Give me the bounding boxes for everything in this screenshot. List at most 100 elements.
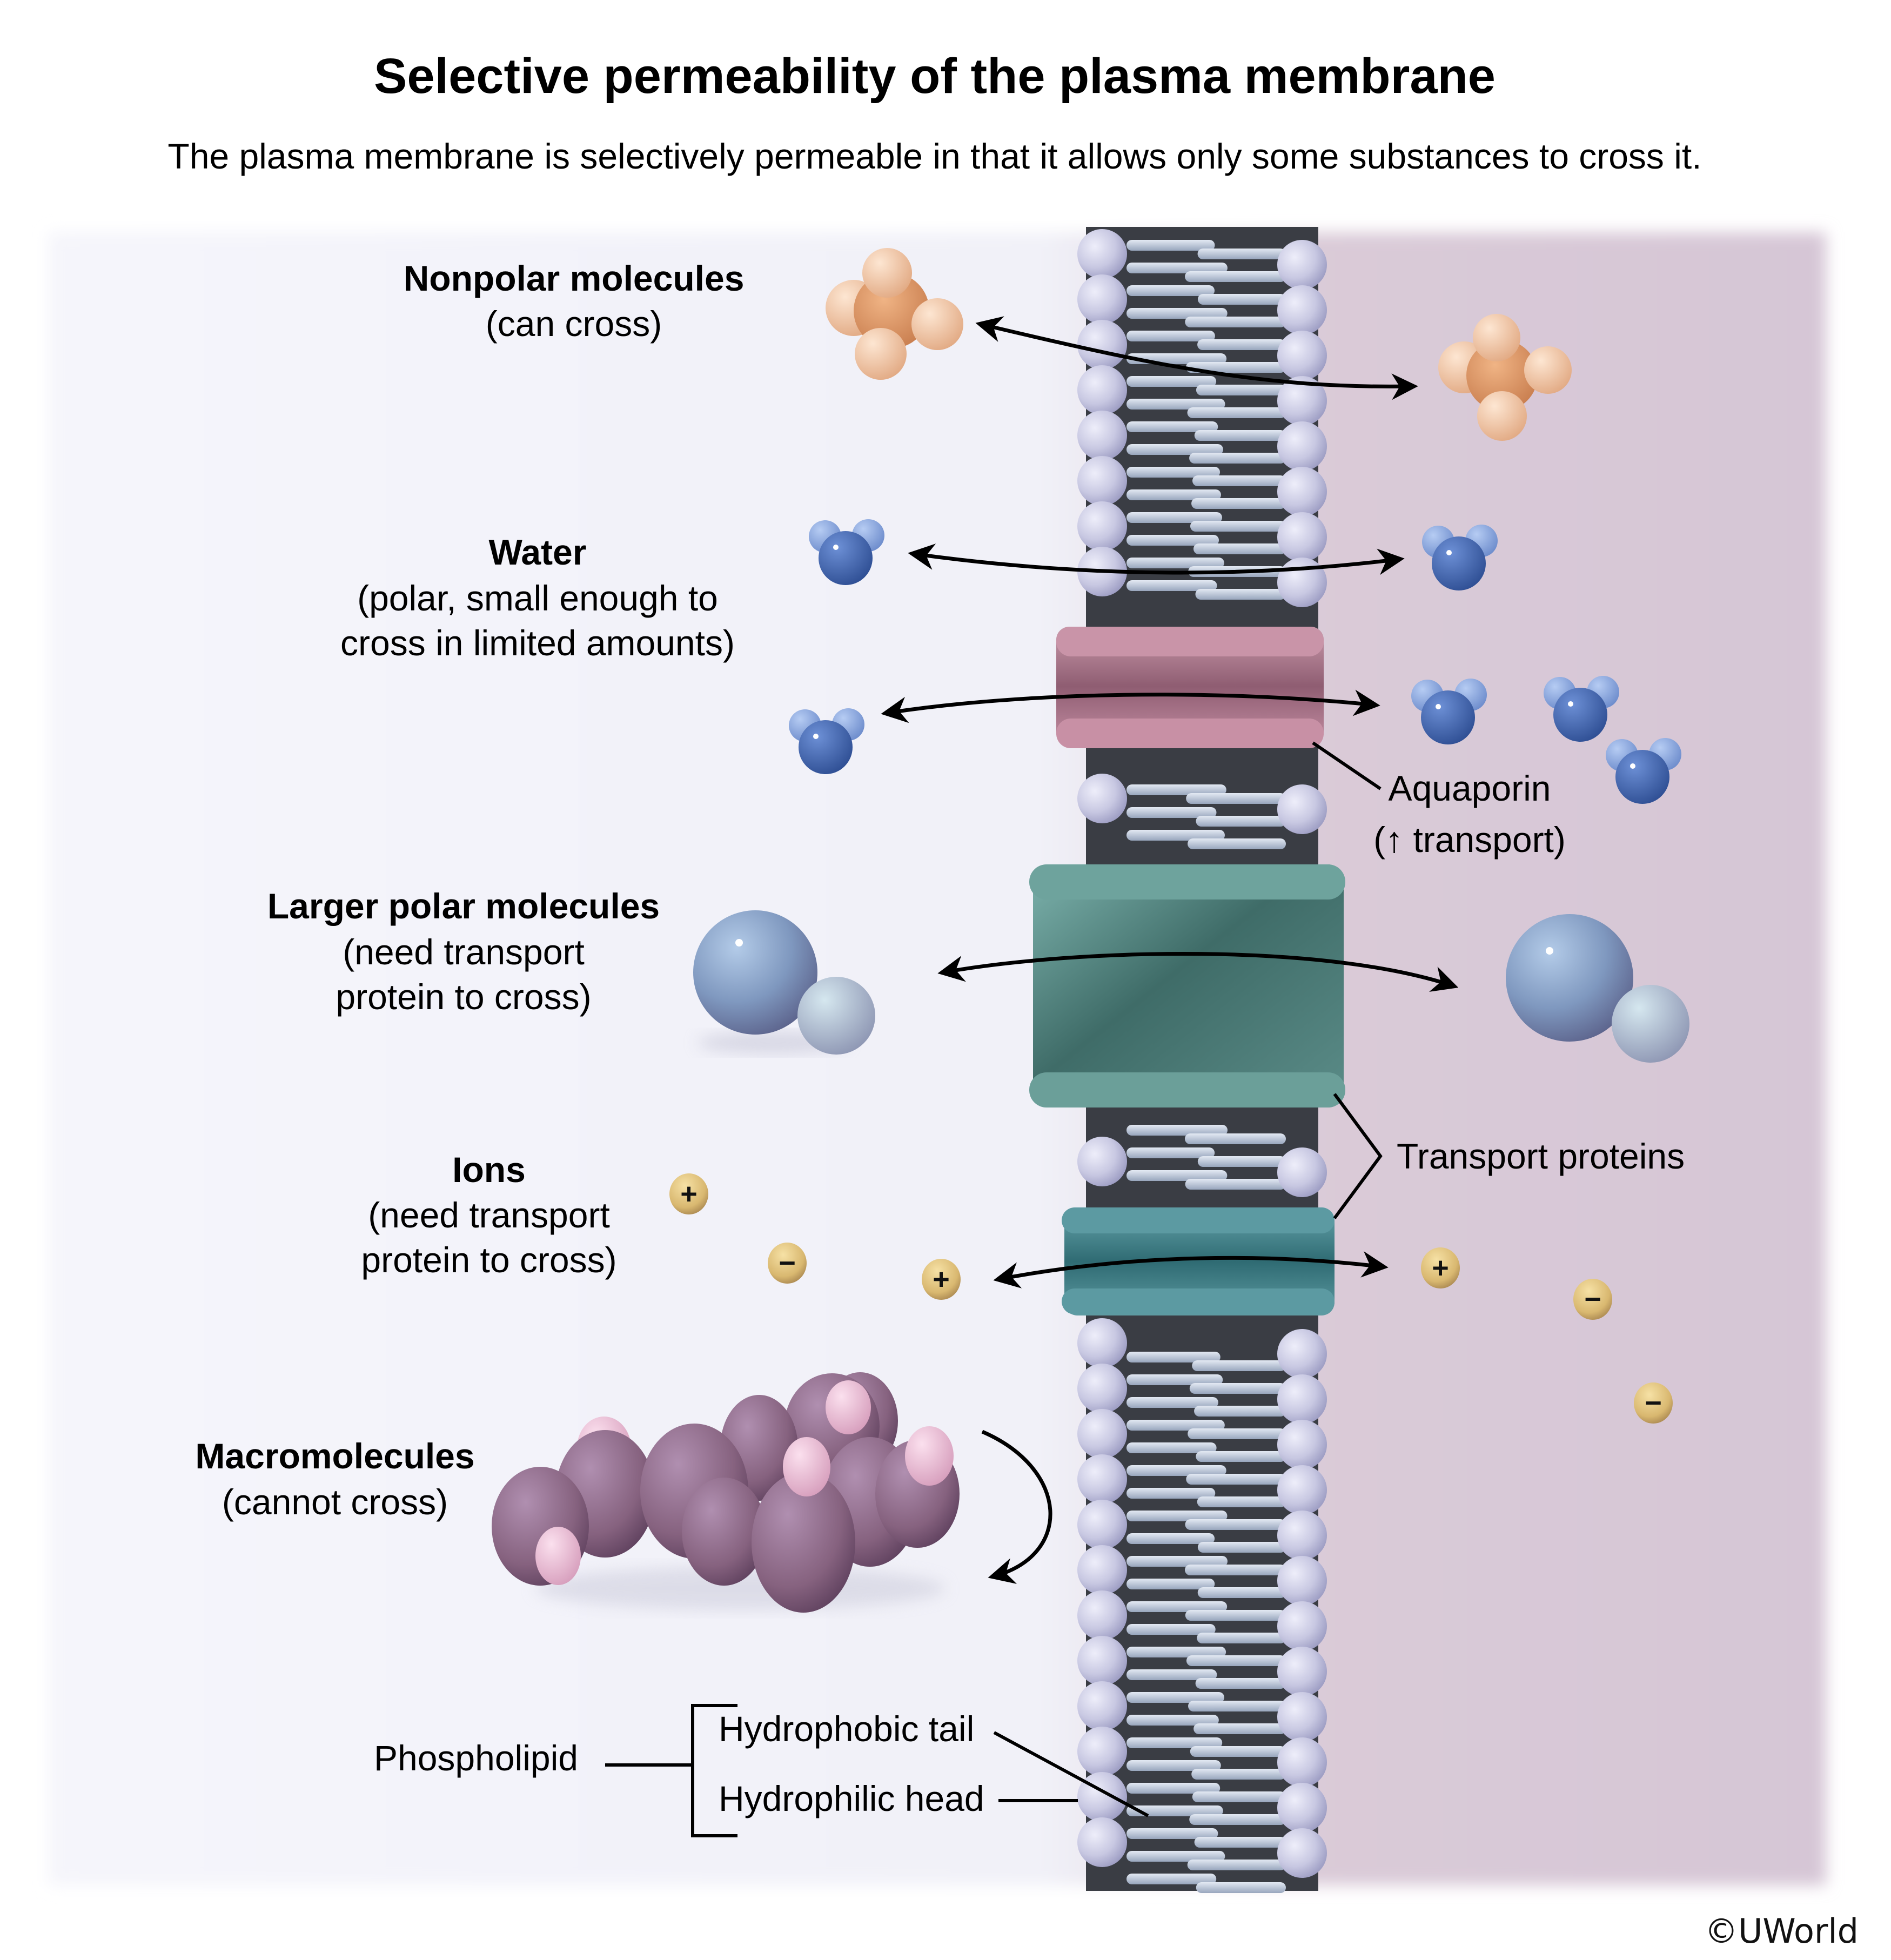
transport-protein-small	[1062, 1207, 1335, 1315]
phospholipid-tail	[1126, 1760, 1221, 1771]
arrow-macromolecules-rebound	[981, 1429, 1052, 1584]
oxygen-atom	[1432, 536, 1486, 590]
phospholipid-head	[1277, 285, 1327, 335]
phospholipid-tail	[1185, 317, 1286, 327]
phospholipid-tail	[1126, 1442, 1217, 1453]
phospholipid-tail	[1192, 1791, 1286, 1802]
phospholipid-tail	[1126, 1511, 1228, 1521]
water-molecule	[1411, 679, 1487, 744]
page-subtitle: The plasma membrane is selectively perme…	[167, 136, 1701, 176]
phospholipid-head	[1077, 1364, 1127, 1413]
phospholipid-head	[1277, 558, 1327, 607]
label-ions-note-1: (need transport	[368, 1195, 610, 1235]
macromolecule-cluster	[492, 1372, 960, 1613]
label-macromolecules-note: (cannot cross)	[222, 1482, 448, 1522]
phospholipid-head	[1277, 1783, 1327, 1833]
ion-right-3: −	[1634, 1382, 1673, 1424]
label-ions-title: Ions	[452, 1150, 526, 1190]
oxygen-atom	[799, 720, 853, 774]
phospholipid-tail	[1126, 308, 1228, 319]
highlight	[1568, 701, 1573, 707]
phospholipid-tail	[1193, 543, 1286, 554]
phospholipid-tail	[1197, 294, 1286, 305]
phospholipid-tail	[1196, 385, 1286, 395]
phospholipid-tail	[1126, 1465, 1226, 1476]
phospholipid-tail	[1186, 1474, 1286, 1485]
phospholipid-tail	[1126, 1715, 1219, 1726]
phospholipid-tail	[1126, 1828, 1218, 1839]
phospholipid-tail	[1126, 1783, 1221, 1794]
ion-left-2: −	[768, 1243, 807, 1284]
phospholipid-tail	[1188, 1428, 1286, 1439]
phospholipid-tail	[1126, 285, 1215, 296]
label-hydrophobic-tail: Hydrophobic tail	[719, 1709, 974, 1749]
phospholipid-tail	[1126, 1533, 1215, 1544]
phospholipid-head	[1277, 421, 1327, 471]
phospholipid-tail	[1126, 489, 1221, 500]
phospholipid-head	[1277, 1511, 1327, 1560]
phospholipid-tail	[1126, 1601, 1228, 1612]
arrow-ions	[993, 1251, 1389, 1288]
phospholipid-head	[1077, 1409, 1127, 1459]
phospholipid-tail	[1126, 535, 1219, 546]
highlight	[1446, 550, 1452, 555]
phospholipid-head	[1277, 1737, 1327, 1787]
phospholipid-head	[1077, 1772, 1127, 1822]
phospholipid-head	[1077, 1817, 1127, 1867]
phospholipid-tail	[1196, 1451, 1286, 1462]
svg-text:+: +	[680, 1178, 698, 1210]
phospholipid-tail	[1191, 1769, 1286, 1780]
phospholipid-head	[1077, 456, 1127, 506]
water-molecule	[1606, 738, 1681, 804]
phospholipid-tail	[1188, 838, 1286, 849]
phospholipid-tail	[1190, 1746, 1286, 1757]
phospholipid-tail	[1191, 498, 1286, 509]
phospholipid-head	[1277, 240, 1327, 290]
phospholipid-head	[1077, 229, 1127, 279]
phospholipid-tail	[1126, 263, 1228, 273]
phospholipid-tail	[1194, 430, 1286, 441]
highlight	[1630, 763, 1635, 769]
arrow-larger-polar	[937, 951, 1459, 992]
oxygen-atom	[1553, 688, 1607, 742]
phospholipid-tail	[1126, 1556, 1228, 1567]
highlight	[833, 545, 839, 550]
phospholipid-head	[1277, 1329, 1327, 1379]
phospholipid-tail	[1185, 1610, 1286, 1621]
oxygen-atom	[819, 531, 873, 585]
water-molecule	[809, 519, 884, 585]
phospholipid-head	[1277, 467, 1327, 516]
phospholipid-tail	[1196, 816, 1286, 827]
oxygen-atom	[1615, 750, 1669, 804]
phospholipid-tail	[1195, 1678, 1286, 1689]
phospholipid-tail	[1189, 1383, 1286, 1394]
phospholipid-tail	[1126, 1579, 1215, 1589]
label-hydrophilic-head: Hydrophilic head	[719, 1778, 984, 1818]
phospholipid-tail	[1189, 453, 1286, 464]
phospholipid-head	[1077, 1137, 1127, 1186]
svg-text:−: −	[1584, 1283, 1601, 1315]
background-panel	[49, 232, 1826, 1885]
nonpolar-molecule-right	[1438, 314, 1572, 441]
label-phospholipid: Phospholipid	[374, 1738, 578, 1778]
phospholipid-tail	[1126, 1851, 1225, 1862]
phospholipid-tail	[1126, 784, 1226, 795]
phospholipid-head	[1077, 774, 1127, 823]
phospholipid-tail	[1126, 1737, 1223, 1748]
phospholipid-head	[1077, 1727, 1127, 1776]
phospholipid-tail	[1196, 1882, 1286, 1893]
phospholipid-head	[1077, 501, 1127, 551]
phospholipid-tail	[1194, 1406, 1286, 1417]
svg-text:+: +	[1432, 1252, 1449, 1284]
ion-right-1: +	[1421, 1247, 1460, 1288]
phospholipid-tail	[1126, 1125, 1228, 1136]
water-molecules	[789, 519, 1681, 804]
phospholipid-tail	[1197, 339, 1286, 350]
phospholipid-head	[1077, 1454, 1127, 1504]
leader-aquaporin	[1312, 741, 1382, 790]
phospholipid-tail	[1126, 1669, 1217, 1680]
phospholipid-tail	[1126, 1692, 1224, 1703]
phospholipid-head	[1277, 1420, 1327, 1469]
phospholipid-tail	[1126, 1374, 1223, 1385]
label-aquaporin: Aquaporin	[1389, 768, 1551, 808]
